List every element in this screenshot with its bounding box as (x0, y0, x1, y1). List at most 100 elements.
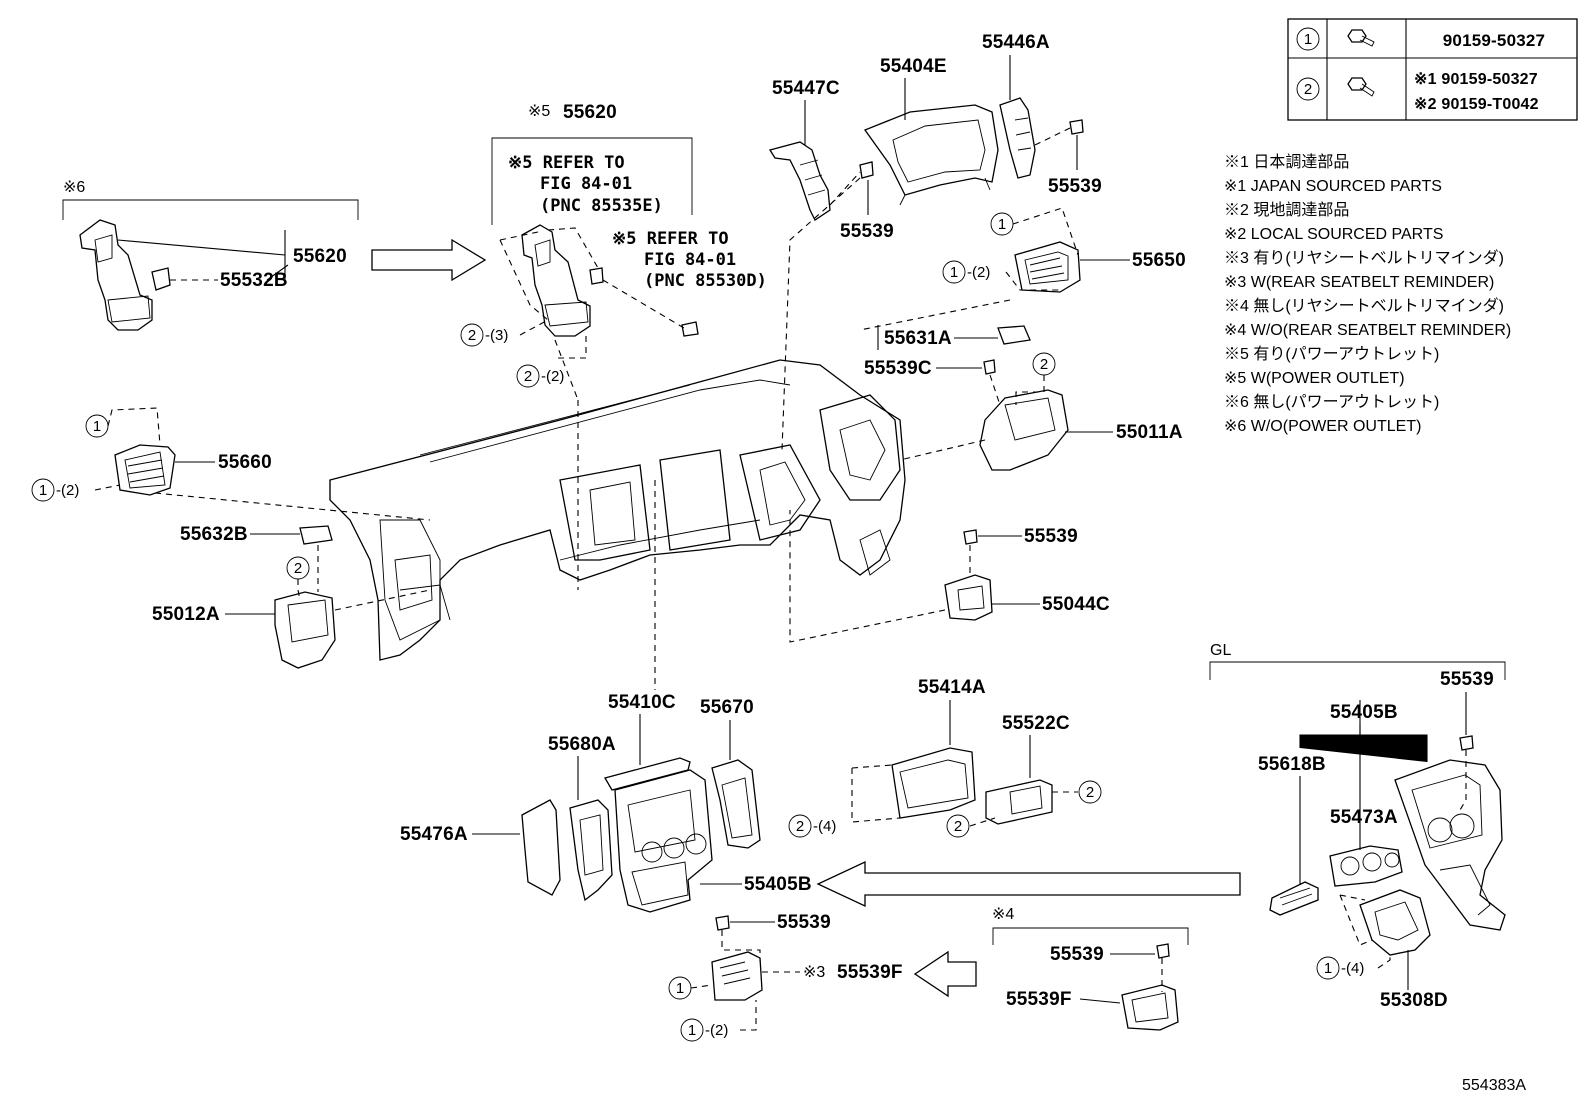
callout-number: 1 (688, 1022, 696, 1039)
callout-qty: -(2) (541, 368, 564, 385)
note-line: ※3 有り(リヤシートベルトリマインダ) (1224, 249, 1504, 267)
display-group: 55414A 2 -(4) 55522C 2 2 (788, 677, 1102, 838)
callout-number: 1 (1324, 960, 1332, 977)
part-55012A-group: 55632B 2 55012A (152, 524, 431, 669)
part-55044C-group: 55539 55044C (789, 510, 1110, 643)
part-label: 55405B (1330, 702, 1398, 723)
part-label: 55011A (1116, 422, 1183, 443)
gl-group: GL 55539 55405B 55618B 55473A 1 -(4) 553… (1209, 642, 1506, 1011)
part-label: 55650 (1132, 250, 1186, 271)
bracket-55620-w-power-outlet: ※5 55620 ※5 REFER TO FIG 84-01 (PNC 8553… (460, 102, 767, 590)
notes-legend: ※1 日本調達部品 ※1 JAPAN SOURCED PARTS ※2 現地調達… (1224, 153, 1511, 435)
part-55446A: 55446A 55539 (982, 32, 1102, 197)
note-line: ※4 無し(リヤシートベルトリマインダ) (1224, 297, 1504, 315)
part-55539F-w-reminder: 55539 1 1 -(2) ※3 55539F (668, 912, 903, 1042)
part-label: 55012A (152, 604, 220, 625)
callout-number: 2 (294, 560, 302, 577)
part-label: 55620 (563, 102, 617, 123)
part-label: 55539 (1048, 176, 1102, 197)
group-label: GL (1210, 642, 1231, 659)
table-row2-number: 2 (1304, 81, 1312, 98)
part-label: 55447C (772, 78, 840, 99)
note-line: ※3 W(REAR SEATBELT REMINDER) (1224, 274, 1494, 291)
part-label: 55404E (880, 56, 947, 77)
table-row1-part-number: 90159-50327 (1443, 31, 1545, 50)
part-55011A-group: 55631A 55539C 2 55011A (864, 325, 1183, 471)
note-marker: ※6 (63, 179, 85, 196)
part-label: 55539 (1024, 526, 1078, 547)
note-line: ※6 W/O(POWER OUTLET) (1224, 418, 1421, 435)
part-label: 55632B (180, 524, 248, 545)
part-label: 55620 (293, 246, 347, 267)
note-marker: ※4 (992, 906, 1014, 923)
center-cluster-group: 55410C 55670 55680A 55476A 55405B (400, 692, 812, 913)
table-row1-number: 1 (1304, 31, 1312, 48)
arrow-left-icon (913, 950, 977, 998)
reference-note: ※5 REFER TO (612, 229, 729, 249)
part-label: 55539 (1440, 669, 1494, 690)
part-label: 55044C (1042, 594, 1110, 615)
note-line: ※6 無し(パワーアウトレット) (1224, 393, 1439, 411)
callout-qty: -(2) (705, 1022, 728, 1039)
callout-number: 1 (998, 216, 1006, 233)
part-label: 55476A (400, 824, 468, 845)
reference-note: (PNC 85535E) (540, 196, 663, 216)
part-label: 55660 (218, 452, 272, 473)
callout-number: 2 (468, 327, 476, 344)
note-line: ※4 W/O(REAR SEATBELT REMINDER) (1224, 322, 1511, 339)
callout-qty: -(4) (1341, 960, 1364, 977)
part-label: 55539 (840, 221, 894, 242)
callout-number: 2 (954, 818, 962, 835)
part-label: 55670 (700, 697, 754, 718)
arrow-left-icon (816, 860, 1241, 908)
fastener-table: 1 2 90159-50327 ※1 90159-50327 ※2 90159-… (1287, 18, 1578, 121)
note-line: ※5 W(POWER OUTLET) (1224, 370, 1405, 387)
part-label: 55522C (1002, 713, 1070, 734)
part-label: 55414A (918, 677, 986, 698)
note-marker: ※5 (528, 103, 550, 120)
callout-qty: -(3) (485, 327, 508, 344)
reference-note: FIG 84-01 (540, 174, 632, 194)
bracket-55620-left: ※6 55532B 55620 (62, 179, 359, 331)
callout-qty: -(4) (813, 818, 836, 835)
callout-number: 2 (524, 368, 532, 385)
part-label: 55539 (777, 912, 831, 933)
callout-number: 2 (796, 818, 804, 835)
table-row2-part-number-2: ※2 90159-T0042 (1414, 96, 1539, 113)
part-55650: 1 1 -(2) 55650 (859, 207, 1186, 331)
reference-note: ※5 REFER TO (508, 153, 625, 173)
callout-number: 2 (1040, 356, 1048, 373)
note-line: ※1 日本調達部品 (1224, 153, 1349, 171)
callout-number: 1 (39, 482, 47, 499)
figure-id: 554383A (1462, 1077, 1526, 1094)
bolt-icon (1347, 29, 1375, 47)
note-line: ※5 有り(パワーアウトレット) (1224, 345, 1439, 363)
part-label: 55539F (1006, 989, 1072, 1010)
part-55447C: 55447C 55539 (768, 78, 894, 451)
part-55539F-wo-reminder: ※4 55539 55539F (992, 906, 1189, 1031)
part-label: 55680A (548, 734, 616, 755)
note-line: ※2 LOCAL SOURCED PARTS (1224, 226, 1443, 243)
callout-number: 1 (93, 418, 101, 435)
arrow-right-icon (371, 238, 487, 282)
callout-number: 1 (676, 980, 684, 997)
part-label: 55631A (884, 328, 952, 349)
part-label: 55473A (1330, 807, 1398, 828)
part-label: 55539F (837, 962, 903, 983)
instrument-panel (329, 359, 906, 661)
callout-number: 2 (1086, 784, 1094, 801)
callout-number: 1 (950, 264, 958, 281)
bolt-icon (1347, 77, 1375, 97)
note-marker: ※3 (803, 964, 825, 981)
reference-note: FIG 84-01 (644, 250, 736, 270)
part-label: 55308D (1380, 990, 1448, 1011)
note-line: ※2 現地調達部品 (1224, 201, 1349, 219)
callout-qty: -(2) (56, 482, 79, 499)
part-label: 55539 (1050, 944, 1104, 965)
part-label: 55446A (982, 32, 1050, 53)
part-label: 55539C (864, 358, 932, 379)
part-55404E: 55404E (863, 56, 999, 206)
note-line: ※1 JAPAN SOURCED PARTS (1224, 178, 1442, 195)
part-55660: 1 1 -(2) 55660 (31, 407, 431, 521)
